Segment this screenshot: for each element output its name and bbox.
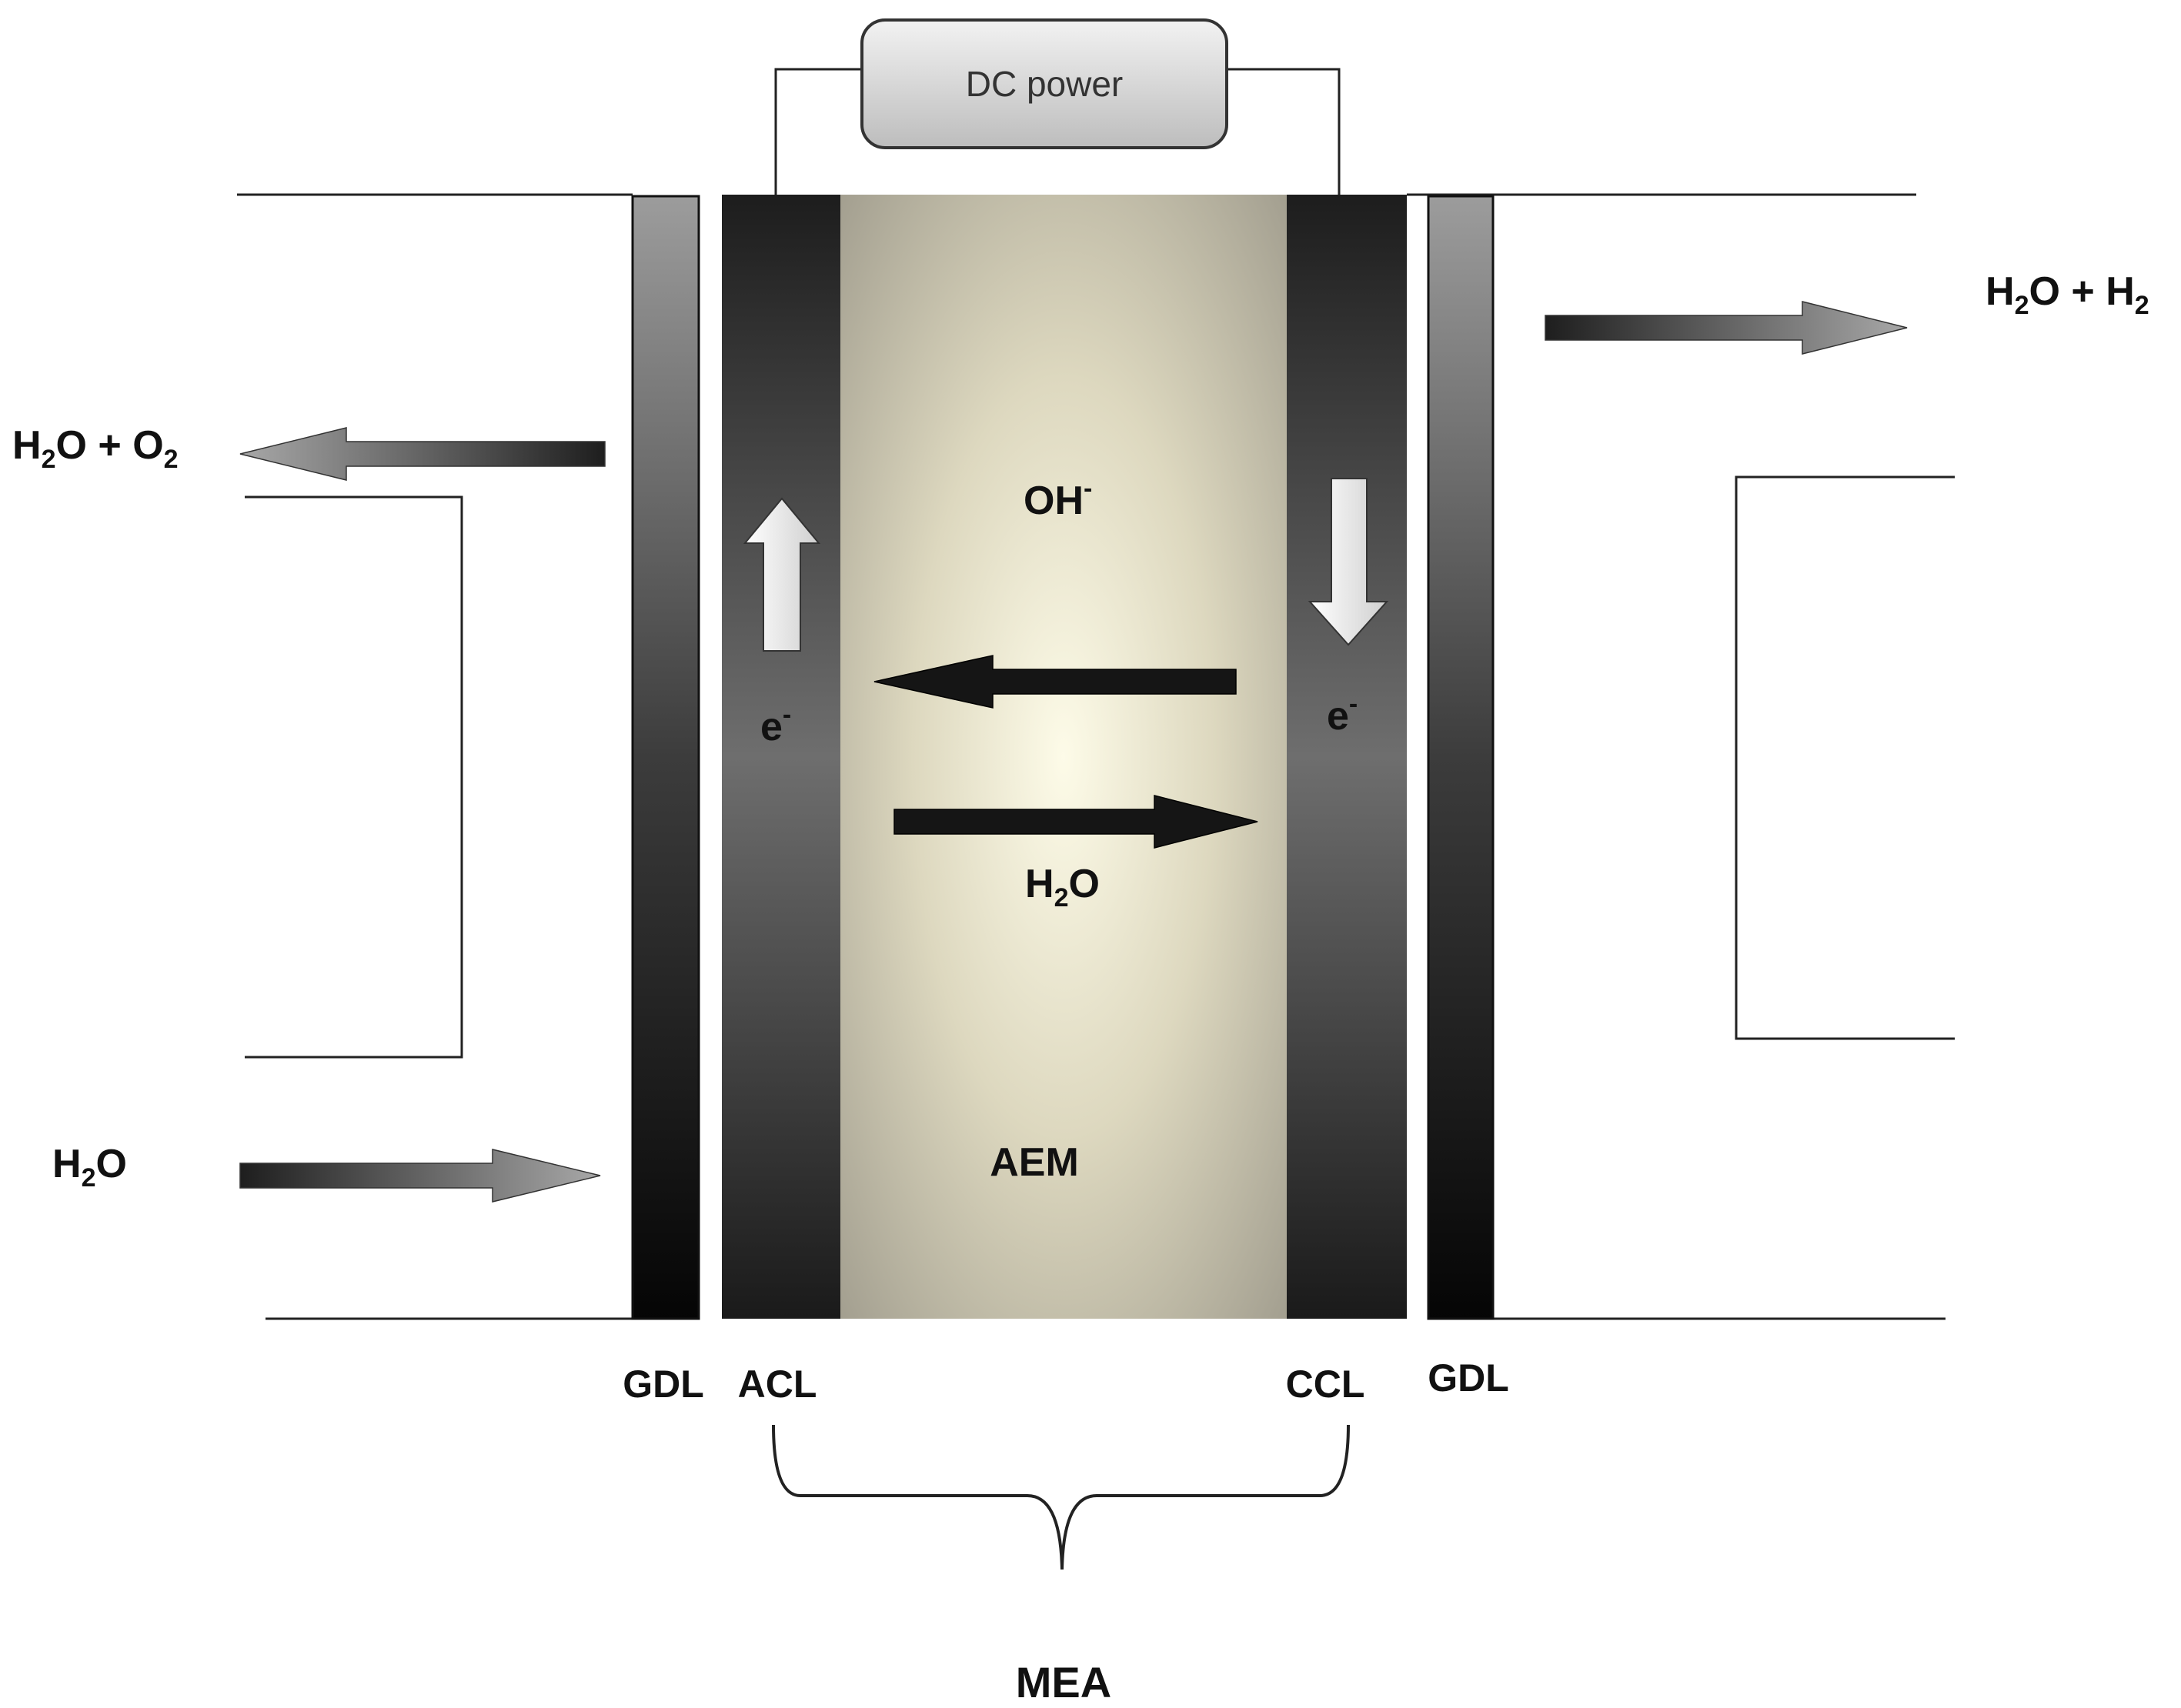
water-transport-label: H2O [1025,862,1100,912]
ccl-label: CCL [1286,1363,1365,1406]
anode-inlet-arrow [239,1149,601,1203]
acl-layer [722,195,840,1319]
anode-channel-rib [245,495,463,1059]
gdl-left-label: GDL [623,1363,704,1406]
aem-membrane [840,195,1287,1319]
hydroxide-transport-arrow [873,655,1237,709]
anode-electron-up-arrow [743,497,821,652]
gdl-left-layer [631,195,700,1320]
flow-channels [237,193,1955,1320]
gdl-right-layer [1427,195,1495,1320]
mea-brace [772,1424,1350,1570]
cathode-electron-label: e- [1327,689,1358,739]
anode-wire [774,68,862,195]
anode-outlet-arrow [239,427,606,481]
gdl-right-label: GDL [1428,1356,1509,1399]
ccl-layer [1287,195,1407,1319]
aem-label: AEM [990,1140,1079,1185]
anode-outlet-label: H2O + O2 [12,423,179,474]
stream-arrows [239,301,1908,1203]
water-transport-arrow [893,795,1258,849]
anode-electron-label: e- [760,700,791,749]
cathode-wire [1227,68,1341,195]
dc-power-box [860,18,1228,149]
anode-inlet-label: H2O [52,1142,127,1193]
acl-label: ACL [738,1363,817,1406]
mea-label: MEA [1016,1658,1111,1706]
power-circuit: DC power [774,18,1341,195]
transport-arrows [873,655,1258,849]
cathode-outlet-arrow [1545,301,1908,355]
cathode-channel-rib [1735,475,1955,1040]
cathode-electron-down-arrow [1308,478,1389,646]
dc-power-label: DC power [966,64,1124,104]
cathode-outlet-label: H2O + H2 [1986,269,2149,320]
electron-arrows [743,478,1389,652]
hydroxide-ion-label: OH- [1024,474,1092,523]
cell-layers [631,195,1495,1320]
